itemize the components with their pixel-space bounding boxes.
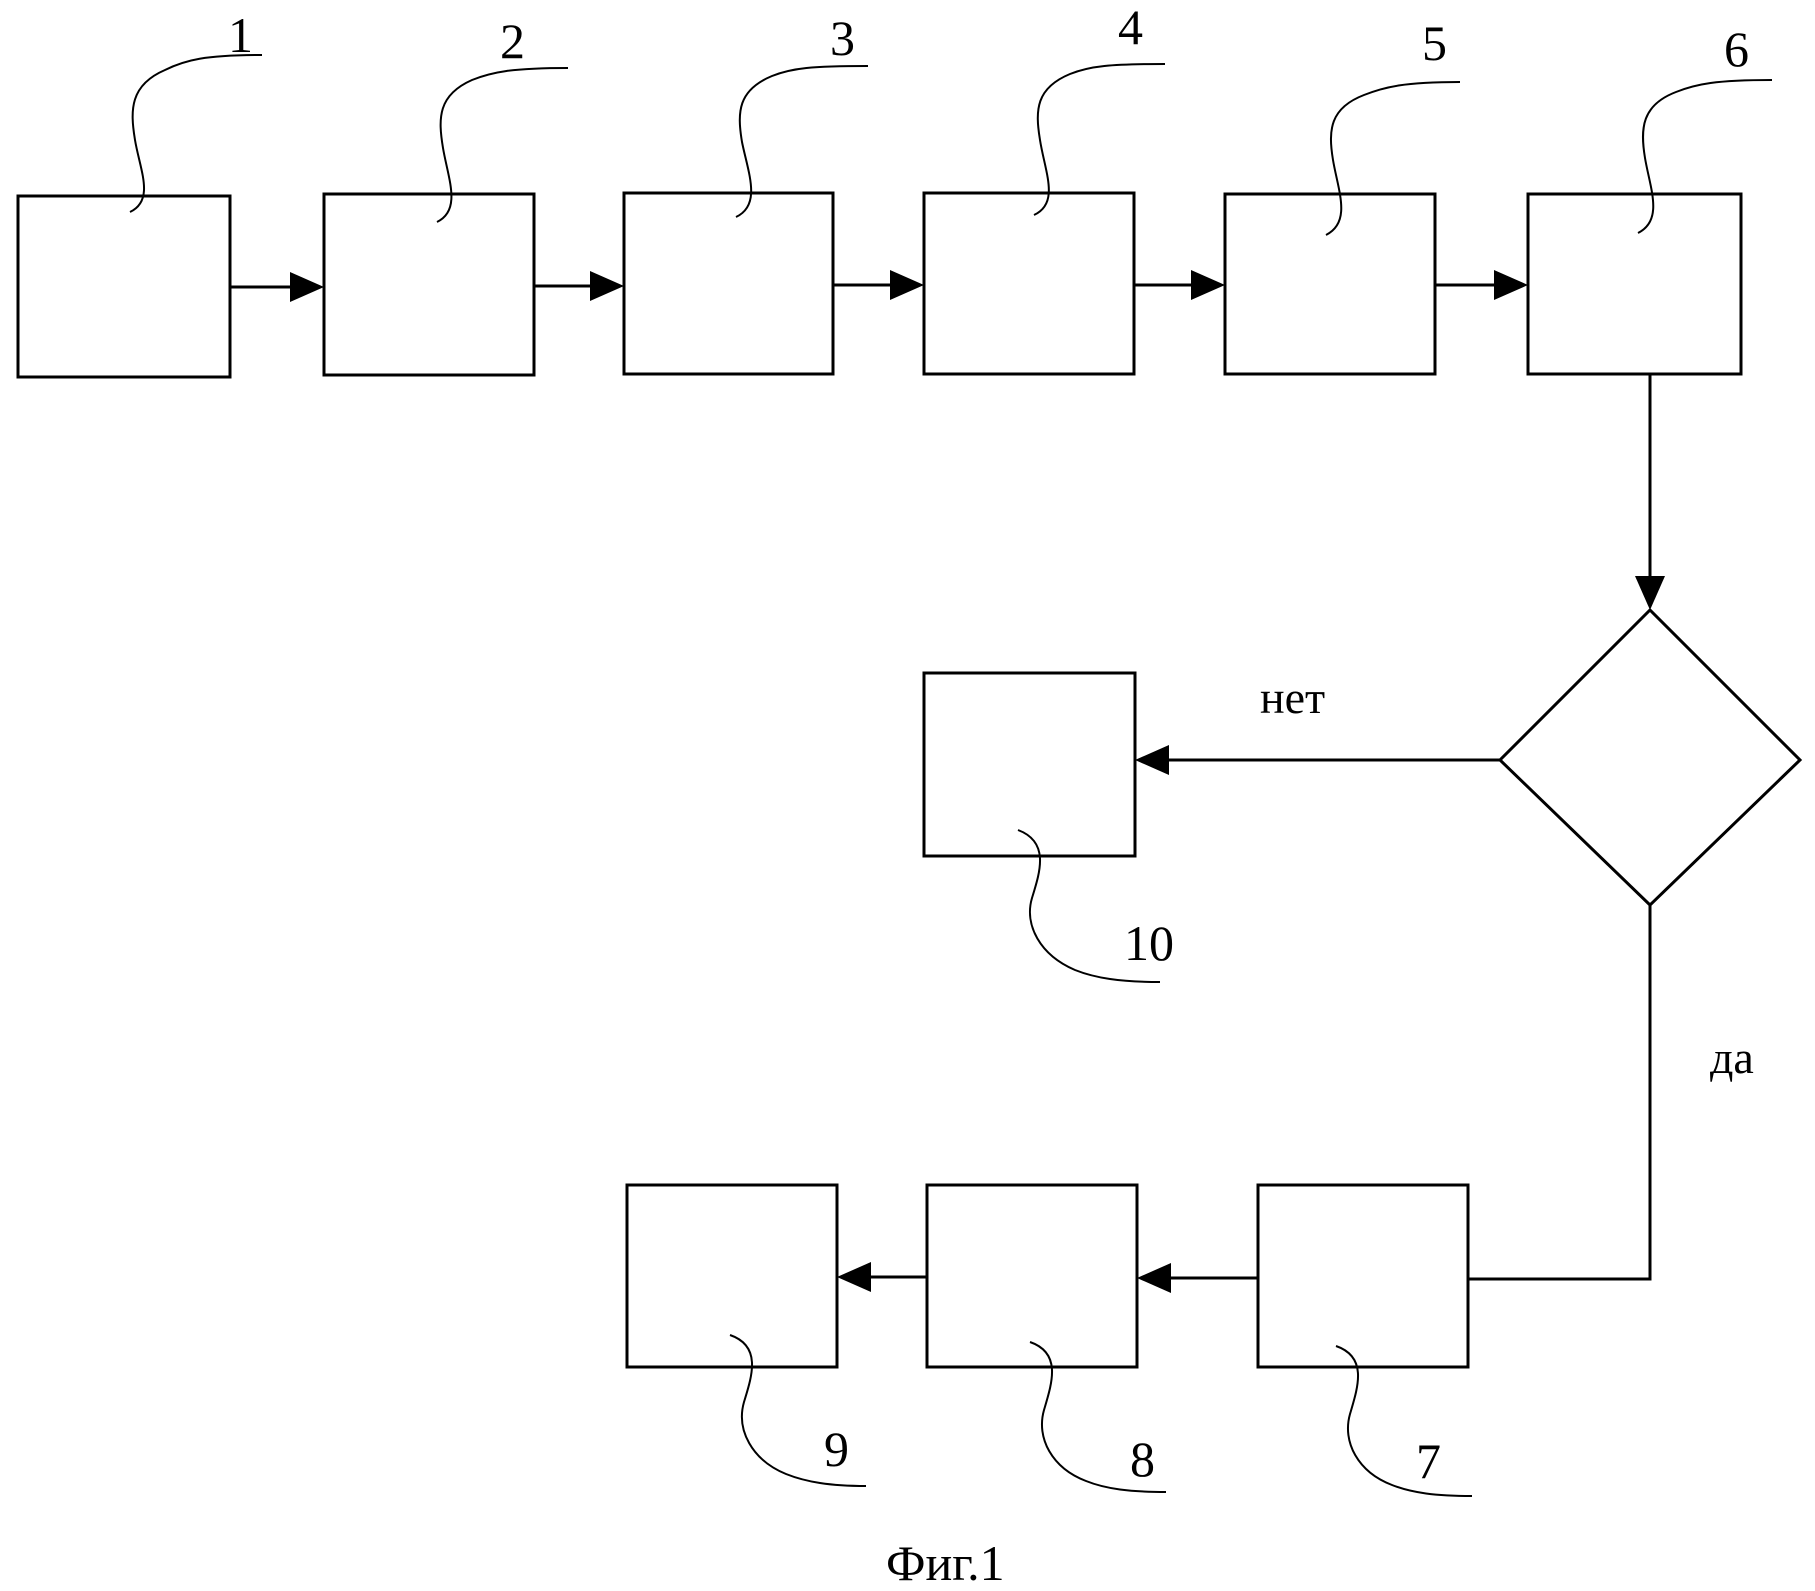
edge-8-9 bbox=[837, 1262, 927, 1292]
label-7: 7 bbox=[1416, 1433, 1441, 1489]
label-3: 3 bbox=[830, 10, 855, 66]
block-4 bbox=[924, 193, 1134, 374]
edge-4-5 bbox=[1134, 270, 1225, 300]
block-3 bbox=[624, 193, 833, 374]
block-10 bbox=[924, 673, 1135, 856]
label-9: 9 bbox=[824, 1421, 849, 1477]
block-1 bbox=[18, 196, 230, 377]
figure-caption: Фиг.1 bbox=[886, 1535, 1005, 1591]
block-7 bbox=[1258, 1185, 1468, 1367]
block-6 bbox=[1528, 194, 1741, 374]
label-8: 8 bbox=[1130, 1431, 1155, 1487]
edge-decision-10 bbox=[1135, 745, 1500, 775]
label-1: 1 bbox=[228, 7, 253, 63]
edge-5-6 bbox=[1435, 270, 1528, 300]
leader-1 bbox=[130, 55, 262, 212]
branch-label-no: нет bbox=[1260, 672, 1325, 723]
decision-diamond bbox=[1500, 610, 1800, 905]
edge-6-decision bbox=[1635, 374, 1665, 610]
label-2: 2 bbox=[500, 13, 525, 69]
label-6: 6 bbox=[1724, 21, 1749, 77]
edge-1-2 bbox=[230, 272, 324, 302]
edge-2-3 bbox=[534, 271, 624, 301]
block-9 bbox=[627, 1185, 837, 1367]
branch-label-yes: да bbox=[1710, 1032, 1754, 1083]
block-8 bbox=[927, 1185, 1137, 1367]
block-5 bbox=[1225, 194, 1435, 374]
edge-7-8 bbox=[1137, 1263, 1258, 1293]
label-5: 5 bbox=[1422, 15, 1447, 71]
edge-decision-7 bbox=[1468, 905, 1650, 1279]
label-4: 4 bbox=[1118, 0, 1143, 55]
block-2 bbox=[324, 194, 534, 375]
label-10: 10 bbox=[1124, 915, 1174, 971]
edge-3-4 bbox=[833, 270, 924, 300]
